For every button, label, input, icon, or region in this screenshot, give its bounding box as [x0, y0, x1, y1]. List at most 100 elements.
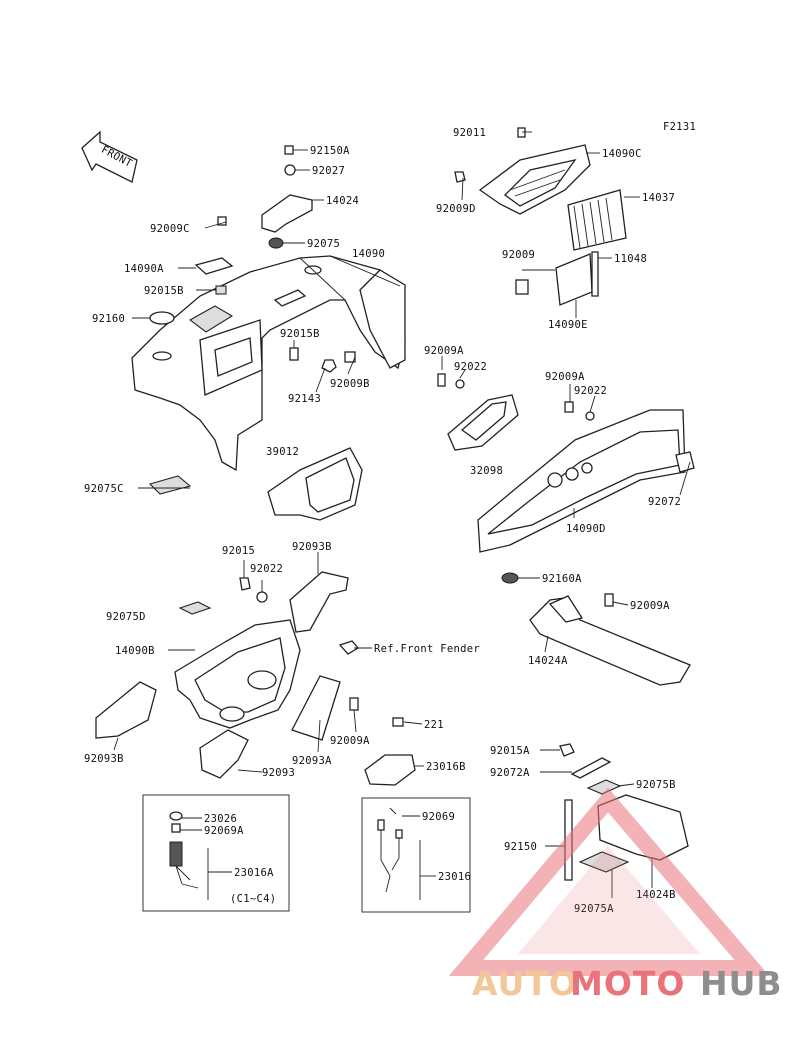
label-92075B: 92075B	[636, 779, 676, 791]
pad-92075D	[178, 601, 212, 615]
label-92015: 92015	[222, 545, 255, 557]
label-92015B-2: 92015B	[280, 328, 320, 340]
label-92093: 92093	[262, 767, 295, 779]
label-92009A-3: 92009A	[630, 600, 670, 612]
bracket-92093B-2	[95, 681, 157, 739]
label-11048: 11048	[614, 253, 647, 265]
bulb-socket-23016A	[169, 811, 199, 889]
grommet-92075	[268, 237, 284, 249]
label-92009A-2: 92009A	[545, 371, 585, 383]
nut-92015A	[559, 743, 575, 757]
label-23016B: 23016B	[426, 761, 466, 773]
label-92075D: 92075D	[106, 611, 146, 623]
label-92011: 92011	[453, 127, 486, 139]
bracket-92093A	[291, 675, 341, 741]
label-39012: 39012	[266, 446, 299, 458]
watermark-text-part2: MOTO	[570, 964, 685, 1003]
nut-92015	[239, 577, 251, 591]
label-92022-2: 92022	[574, 385, 607, 397]
label-23026: 23026	[204, 813, 237, 825]
part-labels: 92011 14090C 92009D 14037 92009 11048 14…	[84, 127, 681, 915]
watermark-text-part3: HUB	[700, 964, 783, 1003]
label-92160A: 92160A	[542, 573, 582, 585]
label-92093A: 92093A	[292, 755, 332, 767]
label-92069A: 92069A	[204, 825, 244, 837]
bolt-221	[392, 717, 404, 727]
bracket-92093B	[289, 571, 349, 633]
clip-92015B-2	[289, 347, 299, 361]
label-c1-c4: (C1~C4)	[230, 893, 276, 905]
bracket-14090E	[515, 251, 599, 306]
label-14024: 14024	[326, 195, 359, 207]
label-14090C: 14090C	[602, 148, 642, 160]
group-box-23016	[361, 797, 471, 913]
label-92069: 92069	[422, 811, 455, 823]
label-14037: 14037	[642, 192, 675, 204]
switch-23016B	[364, 754, 416, 786]
bolt-92009A	[349, 697, 359, 711]
bracket-14024A	[529, 593, 691, 686]
label-92015A: 92015A	[490, 745, 530, 757]
watermark-triangle-icon	[448, 787, 770, 976]
label-92009A-1: 92009A	[424, 345, 464, 357]
label-92009: 92009	[502, 249, 535, 261]
panel-14037	[567, 189, 627, 251]
cover-39012	[267, 447, 363, 521]
label-92009D: 92009D	[436, 203, 476, 215]
label-92160: 92160	[92, 313, 125, 325]
pad-92075B	[586, 779, 622, 795]
label-92075: 92075	[307, 238, 340, 250]
watermark-text-part1: AUTO	[472, 964, 578, 1003]
nut-92143	[321, 359, 337, 373]
label-221: 221	[424, 719, 444, 731]
watermark: AUTO MOTO HUB	[448, 787, 783, 1003]
front-arrow-icon: FRONT	[81, 130, 138, 183]
leader-lines	[113, 131, 691, 900]
grommet-92160	[149, 311, 175, 325]
label-92093B-1: 92093B	[292, 541, 332, 553]
label-92015B-1: 92015B	[144, 285, 184, 297]
grommet-92160A	[501, 572, 519, 584]
label-14090: 14090	[352, 248, 385, 260]
label-92009B: 92009B	[330, 378, 370, 390]
label-92075C: 92075C	[84, 483, 124, 495]
label-14024A: 14024A	[528, 655, 568, 667]
group-box-23016A	[142, 794, 290, 912]
label-14090A: 14090A	[124, 263, 164, 275]
bracket-92093	[199, 729, 249, 779]
cover-14090C	[454, 127, 591, 215]
figure-code: F2131	[663, 121, 696, 133]
bracket-92072A	[570, 757, 612, 779]
label-92093B-2: 92093B	[84, 753, 124, 765]
label-14024B: 14024B	[636, 889, 676, 901]
label-92009C: 92009C	[150, 223, 190, 235]
bolt-ref-fender	[338, 640, 359, 655]
bracket-14024	[261, 145, 313, 233]
screw-92009C	[217, 216, 227, 226]
label-23016A: 23016A	[234, 867, 274, 879]
main-cover-14090	[131, 255, 406, 472]
washer-92022	[256, 591, 268, 603]
label-92027: 92027	[312, 165, 345, 177]
label-14090D: 14090D	[566, 523, 606, 535]
label-92072A: 92072A	[490, 767, 530, 779]
label-ref-front-fender: Ref.Front Fender	[374, 643, 480, 655]
plate-14090A	[194, 257, 234, 275]
panel-32098	[437, 373, 519, 451]
label-92075A: 92075A	[574, 903, 614, 915]
label-92009A-4: 92009A	[330, 735, 370, 747]
clip-92015B	[215, 285, 227, 295]
box-14090B	[174, 619, 301, 729]
label-92022-1: 92022	[454, 361, 487, 373]
harness-23016	[377, 807, 403, 893]
label-23016: 23016	[438, 871, 471, 883]
panel-14090D	[477, 401, 695, 553]
label-92150A: 92150A	[310, 145, 350, 157]
label-92072: 92072	[648, 496, 681, 508]
label-14090B: 14090B	[115, 645, 155, 657]
label-14090E: 14090E	[548, 319, 588, 331]
label-92022-3: 92022	[250, 563, 283, 575]
label-92143: 92143	[288, 393, 321, 405]
label-92150: 92150	[504, 841, 537, 853]
